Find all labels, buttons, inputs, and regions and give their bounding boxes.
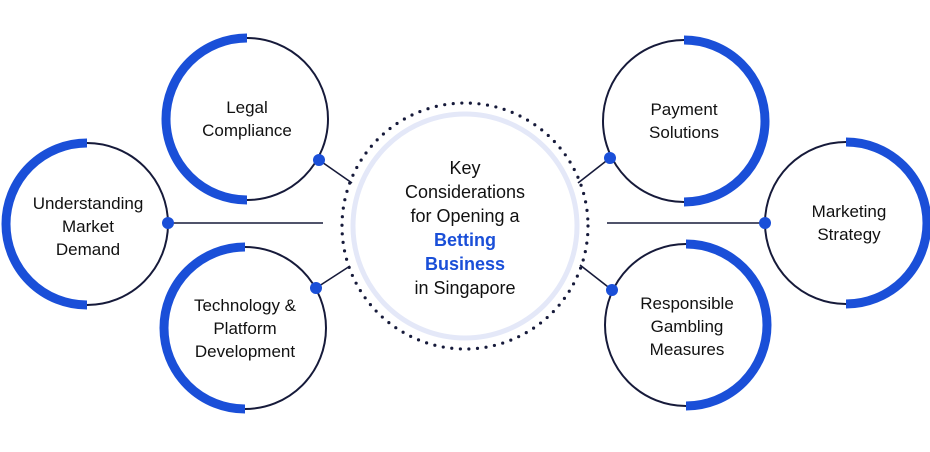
node-label-tech: Technology & Platform Development (172, 292, 318, 364)
node-market-line-1: Understanding (32, 193, 144, 213)
center-line-3: for Opening a (410, 206, 520, 226)
node-marketing-line-2: Strategy (817, 225, 881, 244)
center-dotted-ring (340, 101, 590, 351)
node-marketing-line-1: Marketing (811, 202, 887, 221)
node-tech-line-2: Platform (213, 318, 277, 338)
connector-payment (577, 157, 611, 184)
center-highlight-1: Betting (434, 230, 496, 250)
connector-legal (318, 159, 353, 184)
node-payment-line-1: Payment (650, 100, 718, 119)
center-line-2: Considerations (404, 182, 526, 202)
node-market-line-2: Market (62, 216, 114, 236)
node-market-line-3: Demand (55, 239, 121, 259)
node-ring-tech (159, 242, 327, 414)
node-tech-line-3: Development (194, 341, 296, 361)
node-payment-line-2: Solutions (649, 123, 719, 142)
node-ring-responsible (604, 239, 772, 411)
node-label-responsible: Responsible Gambling Measures (614, 290, 760, 362)
node-responsible-line-3: Measures (649, 339, 725, 359)
node-ring-marketing (759, 137, 930, 309)
node-ring-payment (602, 35, 770, 207)
connector-responsible (579, 264, 613, 291)
node-responsible-line-1: Responsible (640, 293, 734, 313)
node-legal-line-1: Legal (226, 98, 268, 117)
center-title: Key Considerations for Opening a Betting… (365, 158, 565, 298)
center-line-1: Key (449, 158, 481, 178)
center-line-tail: in Singapore (414, 278, 516, 298)
node-tech-line-1: Technology & (193, 295, 297, 315)
node-label-legal: Legal Compliance (182, 89, 312, 149)
center-circle (350, 111, 580, 341)
node-ring-market (1, 138, 174, 310)
node-responsible-line-2: Gambling (650, 316, 724, 336)
node-label-marketing: Marketing Strategy (784, 193, 914, 253)
node-label-market: Understanding Market Demand (12, 190, 164, 262)
connector-tech (315, 265, 351, 289)
center-highlight-2: Business (424, 254, 506, 274)
node-ring-legal (161, 33, 329, 205)
node-label-payment: Payment Solutions (619, 91, 749, 151)
node-legal-line-2: Compliance (202, 121, 292, 140)
